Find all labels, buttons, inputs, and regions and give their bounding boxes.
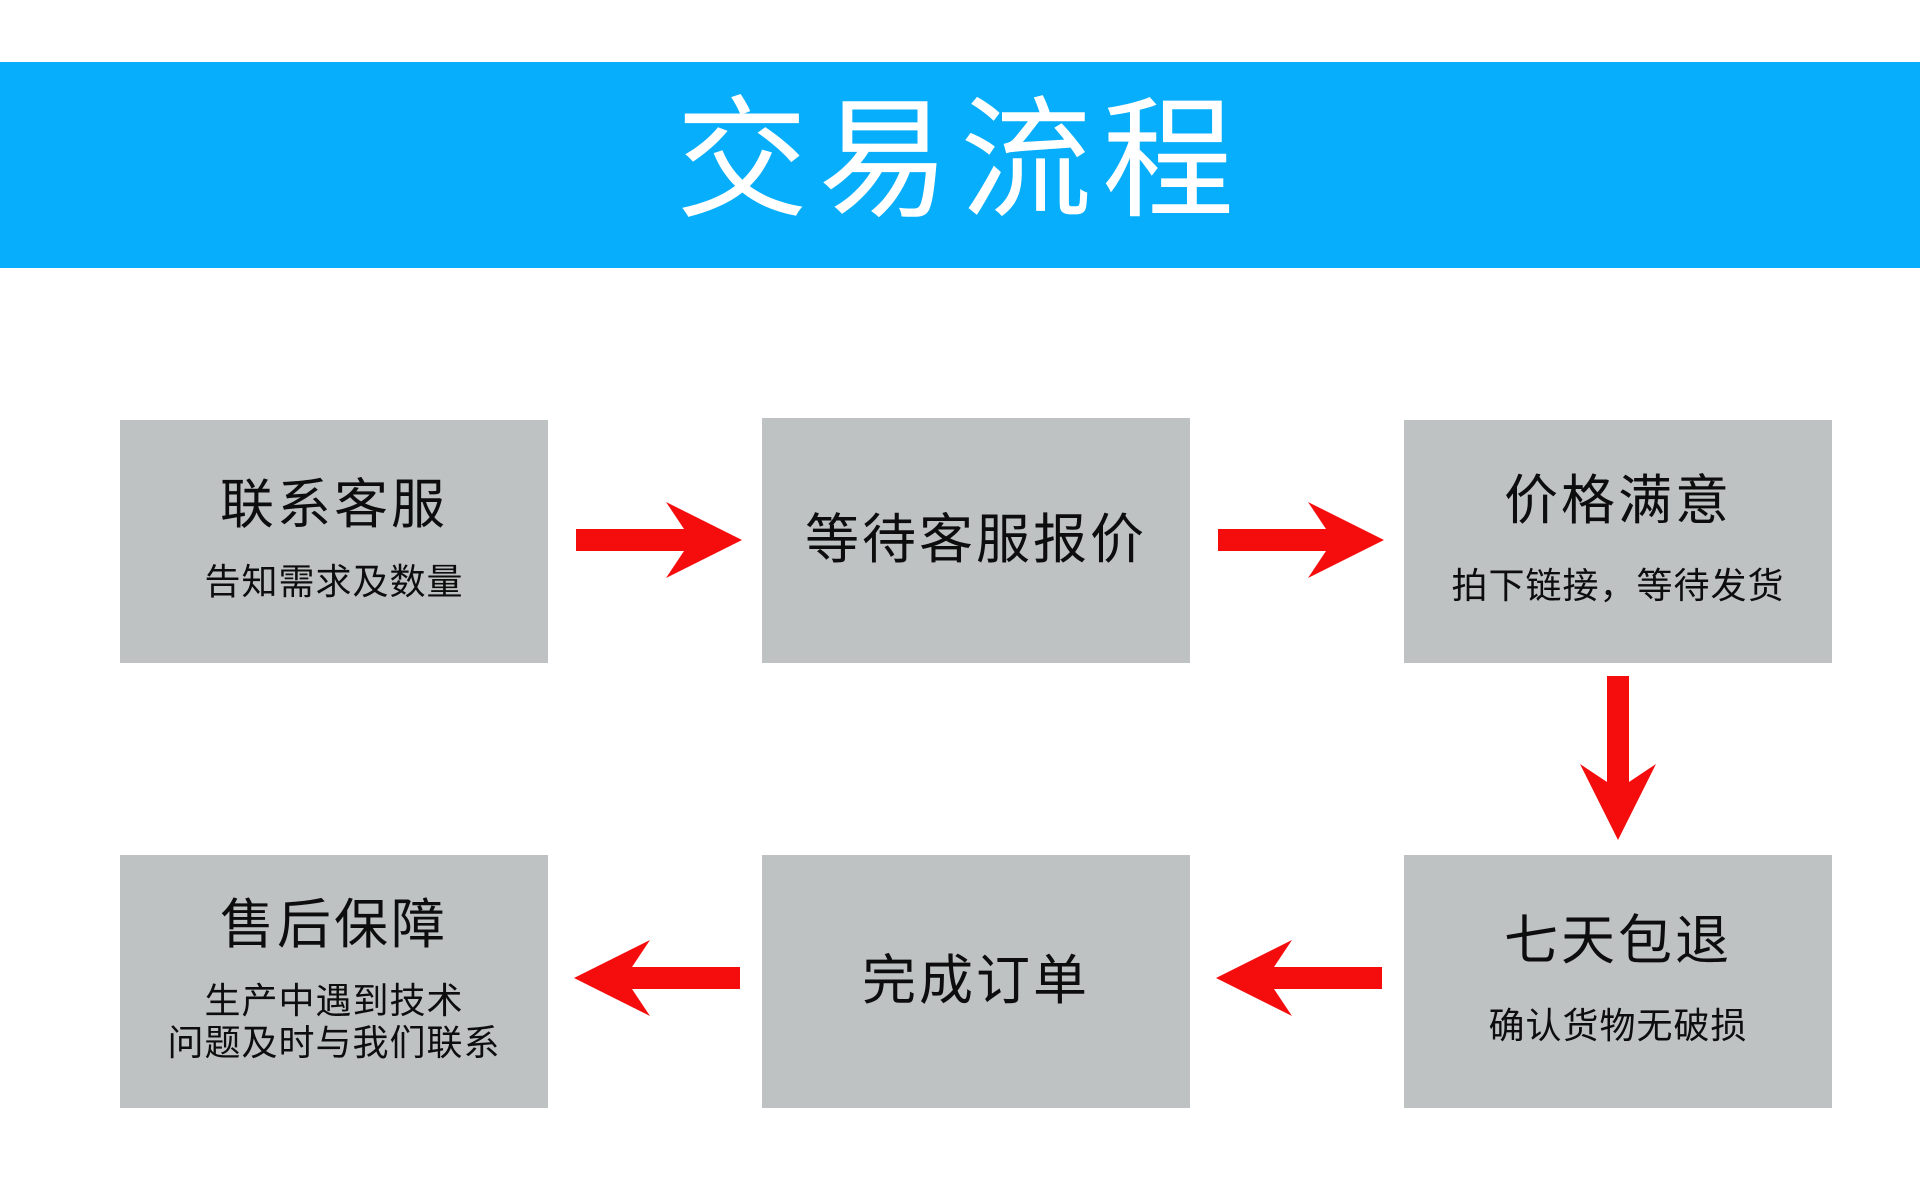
flow-step-subtitle-line2: 问题及时与我们联系 [167,1022,501,1064]
flow-step-title: 售后保障 [220,892,448,956]
flow-step-subtitle: 告知需求及数量 [204,561,464,603]
flow-step-return[interactable]: 七天包退 确认货物无破损 [1404,855,1832,1108]
flow-step-title: 完成订单 [862,949,1090,1013]
page-title: 交易流程 [676,84,1244,238]
flow-step-title: 七天包退 [1504,909,1732,973]
arrow-right-quote-to-price [1218,500,1384,580]
flow-step-quote[interactable]: 等待客服报价 [762,418,1190,663]
flow-step-contact[interactable]: 联系客服 告知需求及数量 [120,420,548,663]
flow-step-title: 联系客服 [220,473,448,537]
flow-step-order[interactable]: 完成订单 [762,855,1190,1108]
arrow-left-return-to-order [1216,938,1382,1018]
flow-step-subtitle: 拍下链接，等待发货 [1451,565,1785,607]
flow-step-subtitle: 确认货物无破损 [1488,1005,1748,1047]
header-banner: 交易流程 [0,62,1920,268]
arrow-down-price-to-return [1578,676,1658,840]
flow-step-title: 等待客服报价 [805,508,1147,572]
flow-step-title: 价格满意 [1504,469,1732,533]
arrow-left-order-to-aftersale [574,938,740,1018]
flow-step-subtitle-line1: 生产中遇到技术 [204,980,464,1022]
flow-step-price[interactable]: 价格满意 拍下链接，等待发货 [1404,420,1832,663]
flow-step-aftersale[interactable]: 售后保障 生产中遇到技术 问题及时与我们联系 [120,855,548,1108]
arrow-right-contact-to-quote [576,500,742,580]
